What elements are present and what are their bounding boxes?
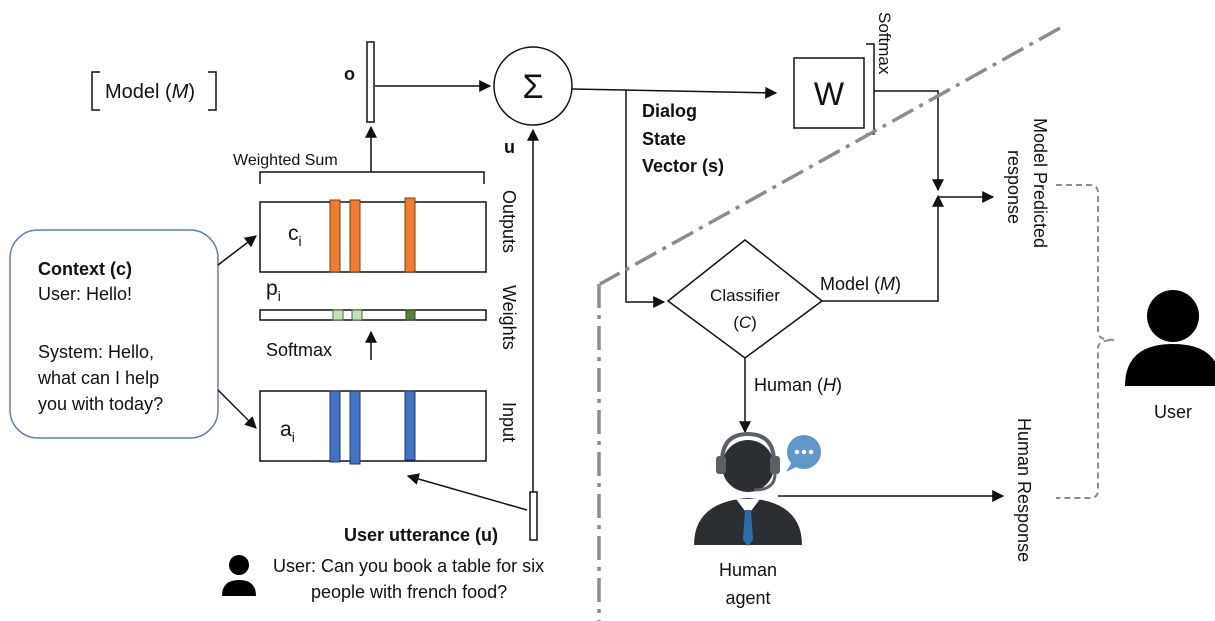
o-vector — [366, 41, 375, 123]
classifier-label: Classifier — [710, 286, 780, 305]
softmax-top-label: Softmax — [875, 12, 894, 75]
classifier-var: (C) — [733, 313, 757, 332]
u-label: u — [504, 137, 515, 157]
softmax-bracket — [866, 43, 875, 135]
u-vector — [529, 491, 538, 541]
model-branch-label: Model (M) — [820, 274, 901, 294]
weighted-sum-label: Weighted Sum — [233, 152, 338, 169]
weights-label: Weights — [499, 285, 519, 350]
model-predicted-label: response — [1004, 150, 1024, 224]
user-label: User — [1154, 402, 1192, 422]
context-to-input-arrow — [217, 389, 257, 429]
context-title: Context (c) — [38, 259, 132, 279]
state-to-classifier-arrow — [625, 90, 666, 308]
weights-strip — [259, 309, 487, 321]
c-i-label: ci — [288, 222, 302, 249]
chat-bubble-icon — [786, 435, 821, 472]
context-to-outputs-arrow — [217, 235, 257, 266]
sum-symbol: Σ — [522, 68, 543, 106]
human-agent-label: agent — [725, 588, 770, 608]
w-label: W — [814, 76, 845, 112]
model-branch-arrow — [822, 194, 944, 302]
outputs-box — [259, 201, 487, 273]
dialog-state-line: State — [642, 129, 686, 149]
u-to-input-arrow — [406, 473, 528, 511]
sum-to-w-arrow — [571, 86, 778, 99]
response-brace — [1056, 184, 1115, 499]
human-agent-icon — [694, 431, 802, 546]
weight-cell — [332, 309, 344, 321]
context-line: User: Hello! — [38, 284, 132, 304]
a-i-label: ai — [280, 418, 295, 445]
input-box — [259, 390, 487, 462]
sum-node — [493, 46, 573, 126]
context-box — [9, 229, 219, 439]
input-bar — [329, 390, 341, 463]
context-line: System: Hello, — [38, 342, 154, 362]
softmax-label: Softmax — [266, 340, 332, 360]
dash-dot-divider — [599, 26, 1061, 286]
context-line: what can I help — [37, 368, 159, 388]
user-utterance-title: User utterance (u) — [344, 525, 498, 545]
weighted-sum-bracket — [259, 171, 485, 184]
context-line: you with today? — [38, 394, 163, 414]
dialog-state-line: Dialog — [642, 101, 697, 121]
outputs-label: Outputs — [499, 190, 519, 253]
input-bar — [404, 390, 416, 461]
input-bar — [349, 390, 361, 465]
o-label: o — [344, 64, 355, 84]
human-response-label: Human Response — [1014, 418, 1034, 562]
user-utterance-person-icon — [222, 555, 256, 596]
model-predicted-label: Model Predicted — [1030, 118, 1050, 248]
user-icon — [1125, 290, 1215, 386]
w-output-line — [874, 90, 944, 192]
svg-text:Model (M): Model (M) — [105, 81, 195, 103]
output-bar — [404, 197, 416, 273]
human-agent-label: Human — [719, 560, 777, 580]
user-utterance-line: people with french food? — [311, 582, 507, 602]
human-branch-label: Human (H) — [754, 375, 842, 395]
w-box — [793, 57, 865, 129]
dialog-state-line: Vector (s) — [642, 156, 724, 176]
model-bracket-label: Model (M) — [91, 71, 217, 111]
p-i-label: pi — [266, 277, 281, 304]
weight-cell — [351, 309, 363, 321]
input-label: Input — [499, 402, 519, 442]
weight-cell — [405, 309, 416, 321]
user-utterance-line: User: Can you book a table for six — [273, 556, 544, 576]
output-bar — [329, 199, 341, 273]
output-bar — [349, 199, 361, 273]
